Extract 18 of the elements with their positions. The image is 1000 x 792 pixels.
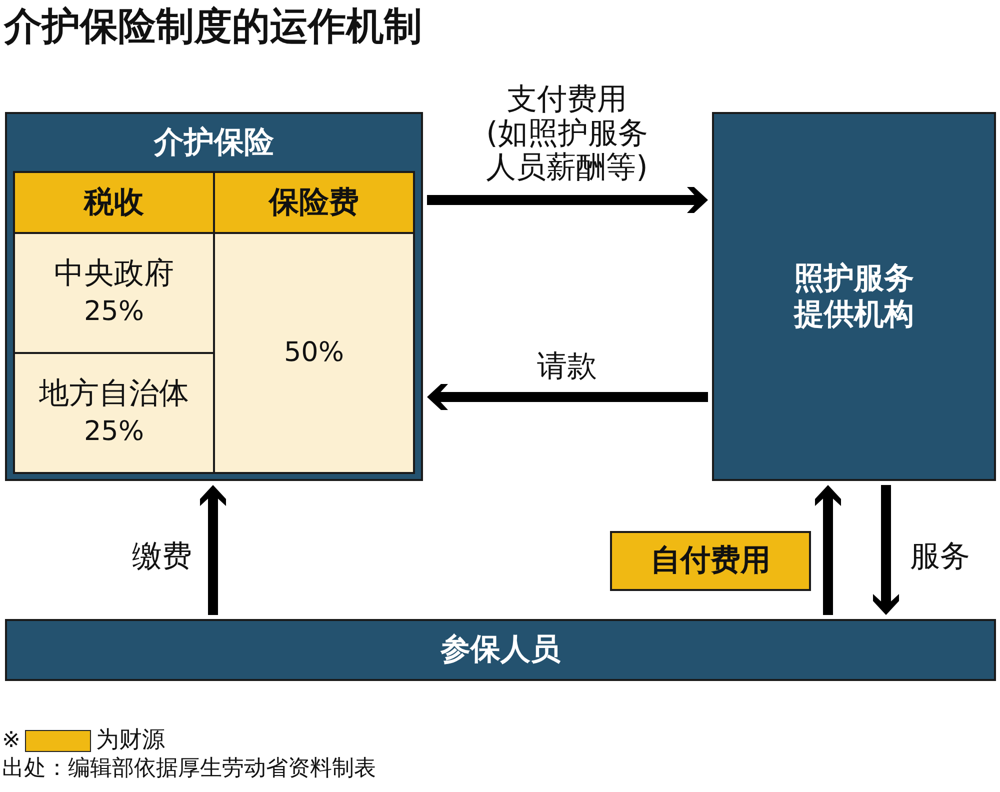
panel <box>5 112 423 481</box>
reference-mark: ※ <box>2 728 20 754</box>
table-cell <box>13 232 215 354</box>
source-note: 出处：编辑部依据厚生劳动省资料制表 <box>2 756 376 782</box>
header-cell: 税收 <box>13 171 215 234</box>
cell-label: 地方自治体 <box>39 375 189 413</box>
legend-label: 为财源 <box>96 727 165 753</box>
percentage: 25% <box>84 415 144 449</box>
highlight-box: 自付费用 <box>610 531 811 591</box>
percentage: 25% <box>84 295 144 329</box>
header-cell: 保险费 <box>213 171 415 234</box>
cell-label: 中央政府 <box>54 255 174 293</box>
organization-box: 照护服务提供机构 <box>712 112 996 481</box>
title: 介护保险制度的运作机制 <box>4 3 422 50</box>
table-cell: 50% <box>213 232 415 474</box>
panel-heading: 介护保险 <box>154 125 274 161</box>
table-cell <box>13 352 215 474</box>
horizontal-band: 参保人员 <box>5 619 996 681</box>
